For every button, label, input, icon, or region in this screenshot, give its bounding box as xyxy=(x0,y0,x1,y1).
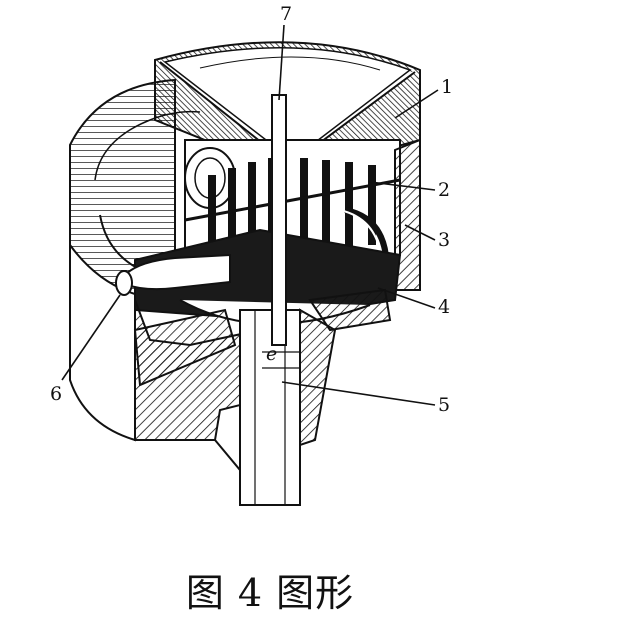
callout-4: 4 xyxy=(377,287,450,318)
callout-7: 7 xyxy=(278,3,292,101)
inner-mark-e: e xyxy=(266,343,277,365)
callout-3: 3 xyxy=(404,224,450,251)
svg-text:1: 1 xyxy=(441,76,453,98)
callout-6: 6 xyxy=(50,294,121,405)
callout-5: 5 xyxy=(281,381,450,416)
callout-1: 1 xyxy=(394,76,453,119)
svg-text:6: 6 xyxy=(50,383,62,405)
svg-text:e: e xyxy=(266,343,277,365)
svg-text:2: 2 xyxy=(438,179,450,201)
central-shaft-part-5 xyxy=(239,309,301,506)
top-cone-part-1 xyxy=(154,41,421,177)
svg-text:4: 4 xyxy=(438,296,450,318)
mechanical-cutaway-figure: 1 2 3 4 5 6 7 e xyxy=(50,3,453,506)
callout-2: 2 xyxy=(369,179,450,201)
top-pin-part-7 xyxy=(271,94,287,346)
figure-caption: 图 4 图形 xyxy=(185,571,355,615)
svg-text:7: 7 xyxy=(280,3,292,25)
side-tube-part-6 xyxy=(115,253,231,296)
base-casting xyxy=(134,299,337,472)
lower-plate-part-4 xyxy=(133,228,402,387)
svg-text:3: 3 xyxy=(438,229,450,251)
svg-text:5: 5 xyxy=(438,394,450,416)
